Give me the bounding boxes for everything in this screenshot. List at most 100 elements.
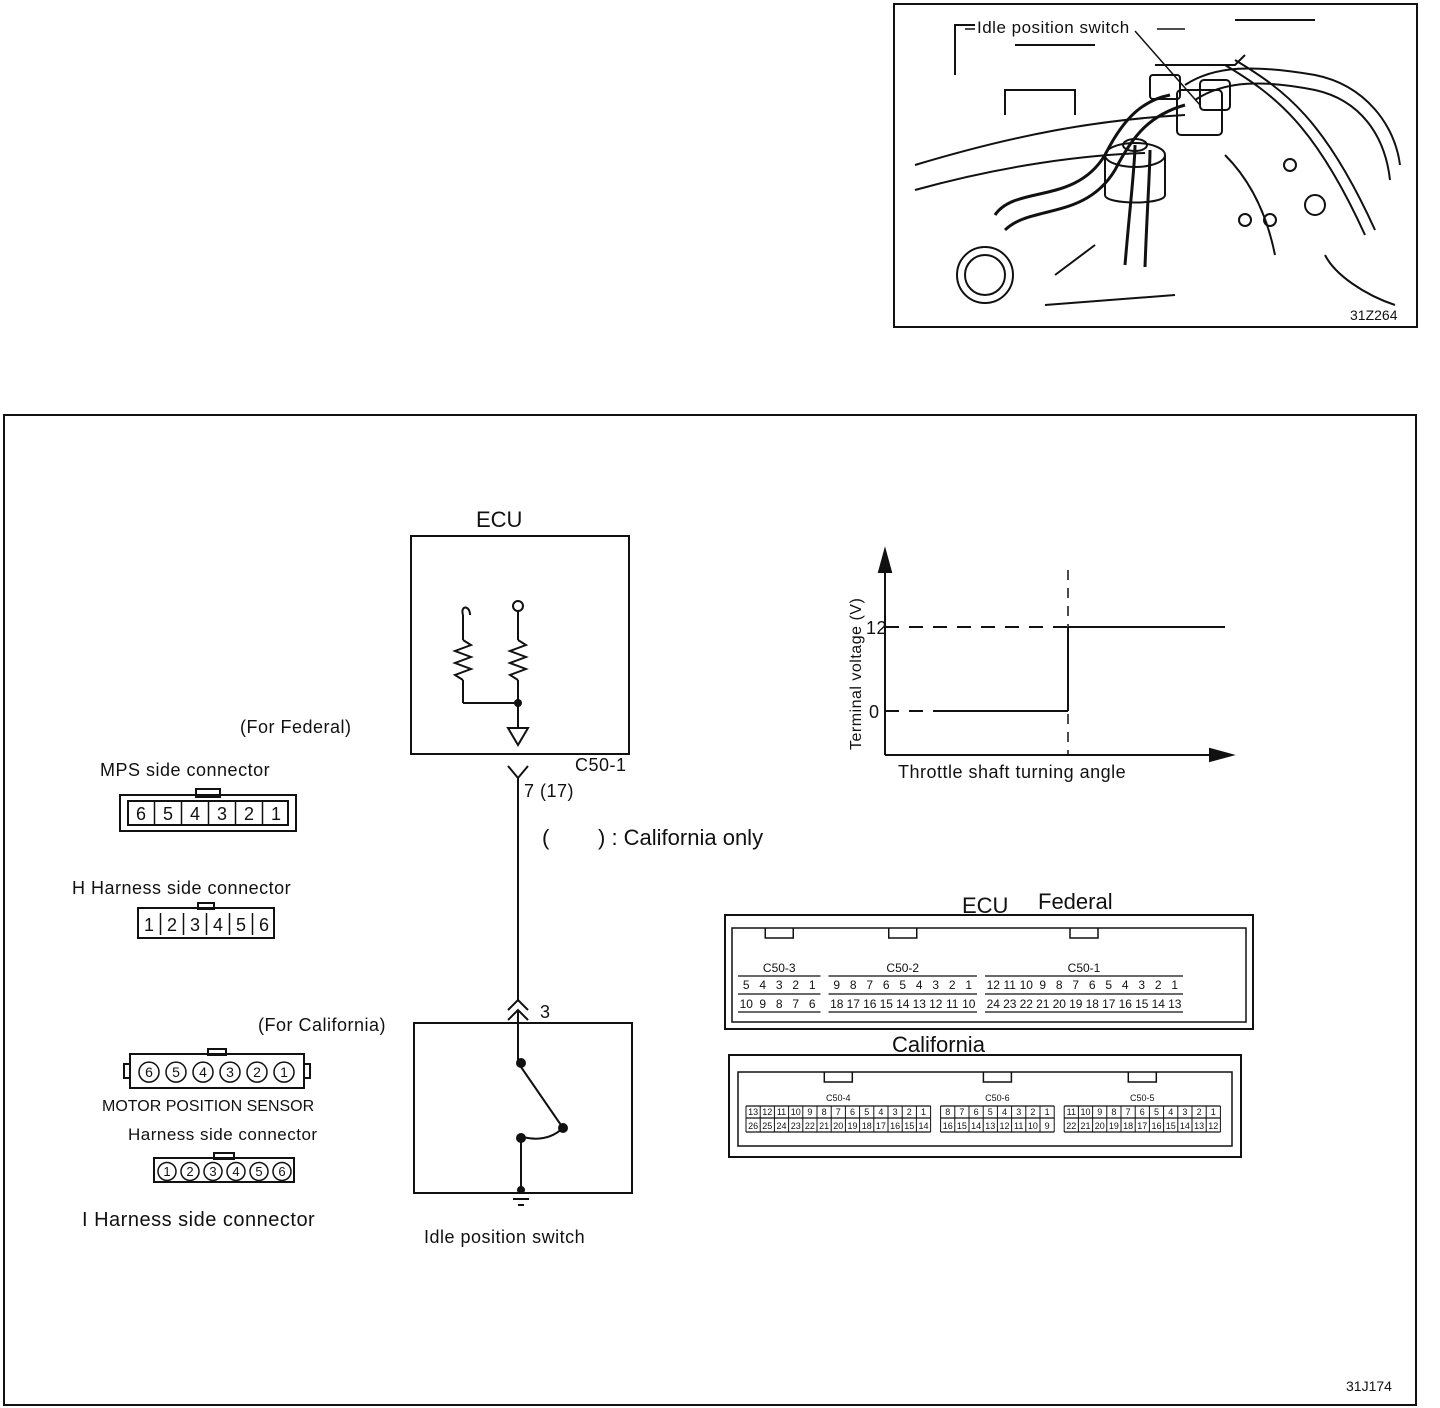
ecu-pin-number: 14 — [918, 1121, 928, 1131]
ecu-pin-number: 7 — [959, 1107, 964, 1117]
ecu-table-outer — [724, 914, 1254, 1030]
connector-key-notch — [888, 928, 918, 939]
ecu-pin-number: 4 — [878, 1107, 883, 1117]
connector-pin-number: 6 — [136, 804, 146, 824]
ecu-pin-number: 2 — [949, 978, 956, 992]
ecu-pin-number: 2 — [907, 1107, 912, 1117]
ecu-pin-number: 12 — [1208, 1121, 1218, 1131]
ecu-connector-name: C50-5 — [1130, 1093, 1155, 1103]
connector-pin-number: 5 — [163, 804, 173, 824]
ecu-pin-number: 7 — [866, 978, 873, 992]
ecu-pin-number: 2 — [792, 978, 799, 992]
ecu-pin-number: 7 — [792, 997, 799, 1011]
ecu-pin-number: 21 — [1036, 997, 1050, 1011]
ecu-pin-number: 9 — [807, 1107, 812, 1117]
connector-key-notch — [982, 1072, 1013, 1083]
ecu-pin-number: 1 — [921, 1107, 926, 1117]
ecu-pin-number: 15 — [1135, 997, 1149, 1011]
ecu-pin-number: 3 — [1138, 978, 1145, 992]
ecu-pin-number: 15 — [904, 1121, 914, 1131]
connector-pin-circle — [273, 1061, 295, 1083]
ecu-pin-number: 3 — [893, 1107, 898, 1117]
for-california-label: (For California) — [258, 1015, 387, 1035]
connector-pin-circle — [272, 1161, 292, 1182]
ecu-pin-number: 26 — [748, 1121, 758, 1131]
ecu-pin-number: 5 — [1105, 978, 1112, 992]
ecu-pin-number: 25 — [762, 1121, 772, 1131]
ecu-connector-name: C50-1 — [1068, 961, 1101, 975]
ecu-pin-number: 10 — [791, 1107, 801, 1117]
ecu-pin-number: 17 — [1137, 1121, 1147, 1131]
ecu-pin-number: 20 — [1053, 997, 1067, 1011]
ecu-pin-number: 16 — [1151, 1121, 1161, 1131]
ecu-pin-number: 11 — [1004, 978, 1017, 992]
ecu-pin-number: 14 — [971, 1121, 981, 1131]
connector-pin-number: 5 — [172, 1064, 180, 1080]
switch-label: Idle position switch — [424, 1227, 586, 1247]
connector-pin-number: 1 — [144, 915, 154, 935]
ecu-pin-number: 4 — [1122, 978, 1129, 992]
ecu-pin-number: 14 — [1180, 1121, 1190, 1131]
ecu-pin-number: 9 — [833, 978, 840, 992]
ecu-pin-number: 13 — [1194, 1121, 1204, 1131]
graph-x-axis-label: Throttle shaft turning angle — [898, 762, 1127, 782]
ecu-pin-number: 2 — [1155, 978, 1162, 992]
ecu-pin-number: 22 — [1020, 997, 1034, 1011]
connector-pin-number: 6 — [145, 1064, 153, 1080]
ecu-pin-number: 6 — [809, 997, 816, 1011]
ecu-pin-number: 16 — [890, 1121, 900, 1131]
ecu-pin-number: 22 — [805, 1121, 815, 1131]
ecu-pin-number: 5 — [988, 1107, 993, 1117]
ecu-pin-number: 24 — [987, 997, 1001, 1011]
ecu-pin-number: 8 — [776, 997, 783, 1011]
ecu-pin-number: 17 — [847, 997, 861, 1011]
connector-pin-circle — [203, 1161, 223, 1182]
ecu-pin-number: 9 — [1097, 1107, 1102, 1117]
ecu-pin-number: 6 — [1140, 1107, 1145, 1117]
photo-ref: 31Z264 — [1350, 307, 1398, 323]
ecu-pin-number: 19 — [1109, 1121, 1119, 1131]
ecu-table-inner — [731, 927, 1247, 1023]
connector-pin-number: 6 — [259, 915, 269, 935]
ecu-pin-number: 8 — [822, 1107, 827, 1117]
ecu-pin-number: 10 — [740, 997, 754, 1011]
connector-pin-number: 3 — [226, 1064, 234, 1080]
connector-key-notch — [823, 1072, 854, 1083]
ecu-pin-number: 13 — [1168, 997, 1182, 1011]
ecu-pin-number: 11 — [777, 1107, 786, 1117]
connector-pin-circle — [157, 1161, 177, 1182]
ecu-pin-number: 5 — [864, 1107, 869, 1117]
connector-pin-number: 3 — [217, 804, 227, 824]
ecu-connector-name: C50-2 — [886, 961, 919, 975]
ecu-pin-number: 12 — [762, 1107, 772, 1117]
ecu-table-outer — [728, 1054, 1242, 1158]
connector-pin-number: 5 — [255, 1164, 262, 1179]
ecu-pin-number: 7 — [836, 1107, 841, 1117]
connector-pin-number: 5 — [236, 915, 246, 935]
ecu-pin-number: 5 — [1154, 1107, 1159, 1117]
connector-key-notch — [1069, 928, 1099, 939]
ecu-pin-number: 3 — [1182, 1107, 1187, 1117]
ecu-connector-name: C50-4 — [826, 1093, 851, 1103]
ecu-pin-number: 6 — [974, 1107, 979, 1117]
ecu-pin-number: 23 — [1003, 997, 1017, 1011]
ecu-pin-number: 17 — [1102, 997, 1116, 1011]
ecu-california-title: California — [892, 1032, 985, 1057]
ecu-pin-number: 10 — [1020, 978, 1034, 992]
connector-pin-number: 4 — [199, 1064, 207, 1080]
ecu-pin-number: 21 — [819, 1121, 829, 1131]
ecu-federal-title-ecu: ECU — [962, 893, 1009, 918]
connector-pin-circle — [180, 1161, 200, 1182]
ecu-pin-number: 12 — [999, 1121, 1009, 1131]
connector-pin-number: 3 — [190, 915, 200, 935]
ecu-pin-number: 1 — [1045, 1107, 1050, 1117]
graph-y-axis-label: Terminal voltage (V) — [848, 597, 865, 750]
ecu-pin-number: 16 — [1119, 997, 1133, 1011]
graph-ytick-12: 12 — [866, 618, 888, 638]
ecu-title: ECU — [476, 507, 523, 532]
connector-pin-number: 3 — [209, 1164, 216, 1179]
